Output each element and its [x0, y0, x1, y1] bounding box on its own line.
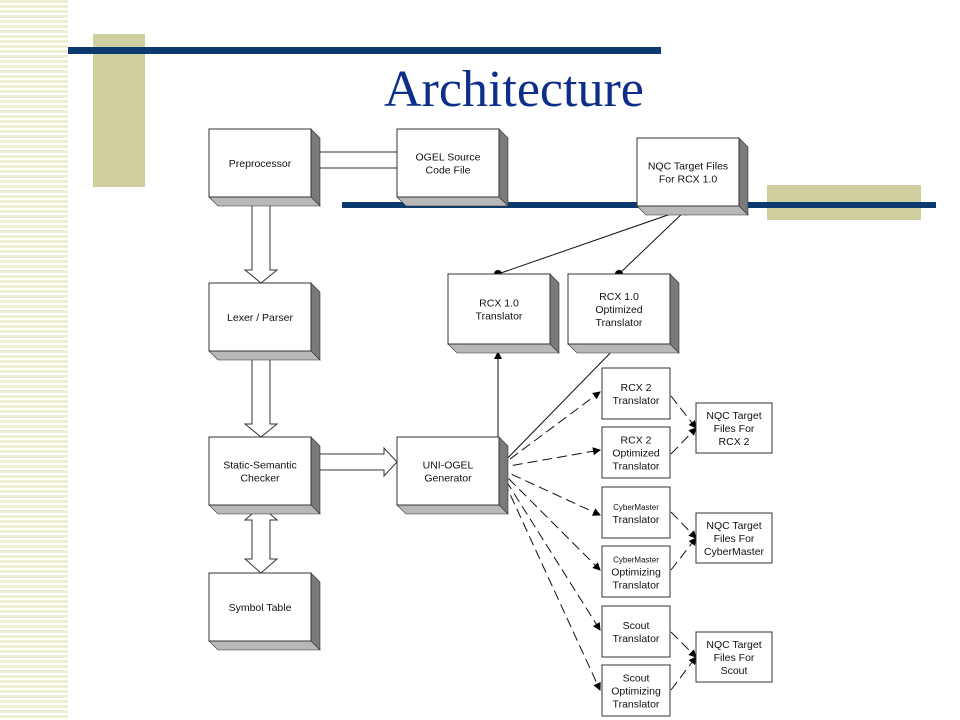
- arrow-checker-symboltable: [243, 505, 279, 574]
- box-static-semantic-label-line: Static-Semantic: [223, 460, 297, 472]
- box-rcx2-optimized-label-line: RCX 2: [621, 435, 652, 447]
- box-scout-translator-label-line: Translator: [613, 633, 660, 645]
- box-rcx1-optimized-label-line: Translator: [596, 317, 643, 329]
- box-scout-optimizing-label-line: Scout: [623, 673, 650, 685]
- dashed-target-connections: [670, 395, 697, 691]
- box-nqc-cybermaster-label-line: CyberMaster: [704, 546, 765, 558]
- box-cybermaster-optimizing-label-line: Optimizing: [611, 567, 661, 579]
- box-rcx1-translator-label-line: Translator: [476, 311, 523, 323]
- accent-block-left: [93, 34, 145, 187]
- arrow-source-to-preprocessor: [309, 144, 398, 176]
- box-rcx2-optimized-label-line: Optimized: [612, 448, 659, 460]
- box-nqc-scout-label-line: Scout: [721, 665, 748, 677]
- box-static-semantic-label-line: Checker: [240, 473, 280, 485]
- box-cybermaster-translator-label-line: CyberMaster: [613, 503, 659, 512]
- box-ogel-source-label-line: OGEL Source: [416, 152, 481, 164]
- box-rcx2-optimized-label-line: Translator: [613, 461, 660, 473]
- box-rcx2-translator-label-line: Translator: [613, 395, 660, 407]
- box-nqc-rcx1-label-line: NQC Target Files: [648, 161, 728, 173]
- arrow-checker-to-generator: [317, 446, 398, 478]
- line-rcx1opt-to-nqc: [618, 207, 689, 275]
- box-preprocessor: Preprocessor: [208, 128, 321, 207]
- accent-bar-top: [68, 47, 661, 54]
- box-scout-optimizing-label-line: Translator: [613, 699, 660, 711]
- box-symbol-table: Symbol Table: [208, 572, 321, 651]
- box-lexer-parser: Lexer / Parser: [208, 282, 321, 361]
- box-rcx1-translator-label-line: RCX 1.0: [479, 298, 519, 310]
- slide-title: Architecture: [384, 61, 644, 118]
- box-nqc-rcx1-label-line: For RCX 1.0: [659, 174, 718, 186]
- box-nqc-cybermaster-label-line: Files For: [714, 533, 755, 545]
- box-rcx1-optimized-label-line: Optimized: [595, 304, 642, 316]
- box-nqc-scout-label-line: Files For: [714, 652, 755, 664]
- dashed-generator-connections: [497, 391, 601, 691]
- arrow-preprocessor-to-lexer: [243, 196, 279, 284]
- striped-margin-decoration: [0, 0, 68, 720]
- box-nqc-rcx2-label-line: RCX 2: [719, 436, 750, 448]
- box-rcx1-optimized-label-line: RCX 1.0: [599, 291, 639, 303]
- box-nqc-rcx2-label-line: NQC Target: [706, 410, 761, 422]
- box-nqc-scout-label-line: NQC Target: [706, 639, 761, 651]
- box-uni-ogel-label-line: UNI-OGEL: [423, 460, 474, 472]
- box-cybermaster-translator-label-line: Translator: [613, 514, 660, 526]
- box-ogel-source-label-line: Code File: [426, 165, 471, 177]
- box-cybermaster-optimizing-label-line: Translator: [613, 580, 660, 592]
- box-nqc-rcx2-label-line: Files For: [714, 423, 755, 435]
- arrow-lexer-to-checker: [243, 350, 279, 438]
- box-nqc-cybermaster-label-line: NQC Target: [706, 520, 761, 532]
- box-symbol-table-label-line: Symbol Table: [229, 602, 292, 614]
- line-generator-to-rcx1-opt: [497, 343, 620, 469]
- line-rcx1-to-nqc: [497, 206, 689, 275]
- box-cybermaster-optimizing-label-line: CyberMaster: [613, 556, 659, 565]
- box-rcx2-translator-label-line: RCX 2: [621, 382, 652, 394]
- box-scout-optimizing-label-line: Optimizing: [611, 686, 661, 698]
- box-preprocessor-label-line: Preprocessor: [229, 158, 292, 170]
- box-scout-translator-label-line: Scout: [623, 620, 650, 632]
- box-lexer-parser-label-line: Lexer / Parser: [227, 312, 293, 324]
- box-uni-ogel-label-line: Generator: [424, 473, 472, 485]
